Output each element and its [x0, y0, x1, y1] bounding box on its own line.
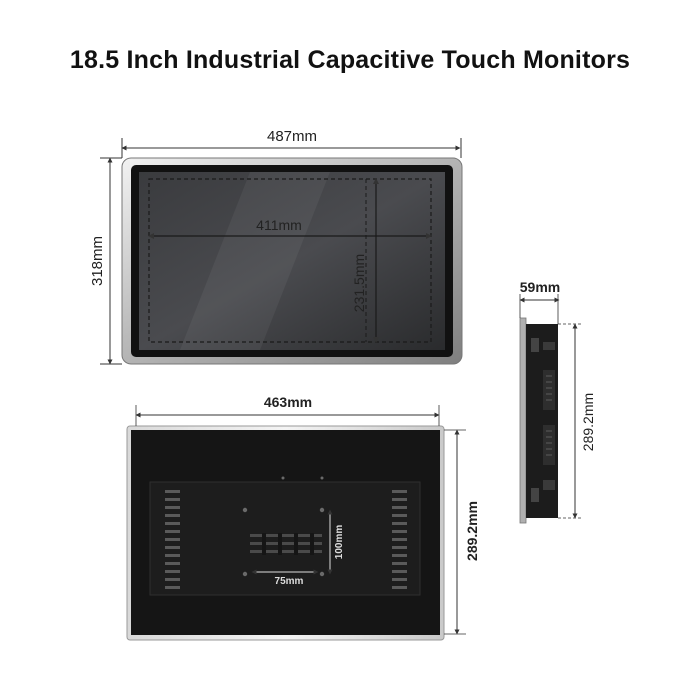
back-left-vents — [165, 490, 180, 589]
active-area-outline — [148, 178, 432, 343]
back-width-label: 463mm — [264, 394, 312, 410]
vesa-vertical-label: 100mm — [334, 525, 345, 560]
side-depth-label: 59mm — [520, 279, 560, 295]
front-height-label: 318mm — [89, 236, 106, 286]
back-center-vent-gaps — [262, 533, 314, 555]
back-inner-area — [149, 481, 421, 596]
side-front-bezel — [519, 317, 527, 524]
active-width-label: 411mm — [256, 217, 302, 233]
back-height-label: 289.2mm — [464, 501, 480, 561]
side-vents — [546, 375, 552, 456]
side-height-label: 289.2mm — [580, 393, 596, 451]
side-view: 59mm 289.2mm — [519, 279, 596, 524]
back-center-vents — [250, 534, 322, 553]
back-view: 100mm 75mm 463mm 289.2mm — [126, 394, 480, 641]
side-detail — [543, 342, 555, 350]
vesa-horizontal-label: 75mm — [275, 576, 304, 587]
page-title: 18.5 Inch Industrial Capacitive Touch Mo… — [69, 46, 631, 74]
active-height-label: 231.5mm — [351, 254, 367, 312]
side-mount-bracket — [531, 338, 539, 352]
side-mount-bracket — [531, 488, 539, 502]
back-right-vents — [392, 490, 407, 589]
screen-reflection — [180, 172, 330, 350]
front-view: 487mm 318mm 411mm 231.5mm — [89, 128, 463, 365]
back-screws — [242, 476, 325, 577]
side-detail — [543, 480, 555, 490]
front-screen — [139, 172, 445, 350]
front-width-label: 487mm — [267, 128, 317, 145]
